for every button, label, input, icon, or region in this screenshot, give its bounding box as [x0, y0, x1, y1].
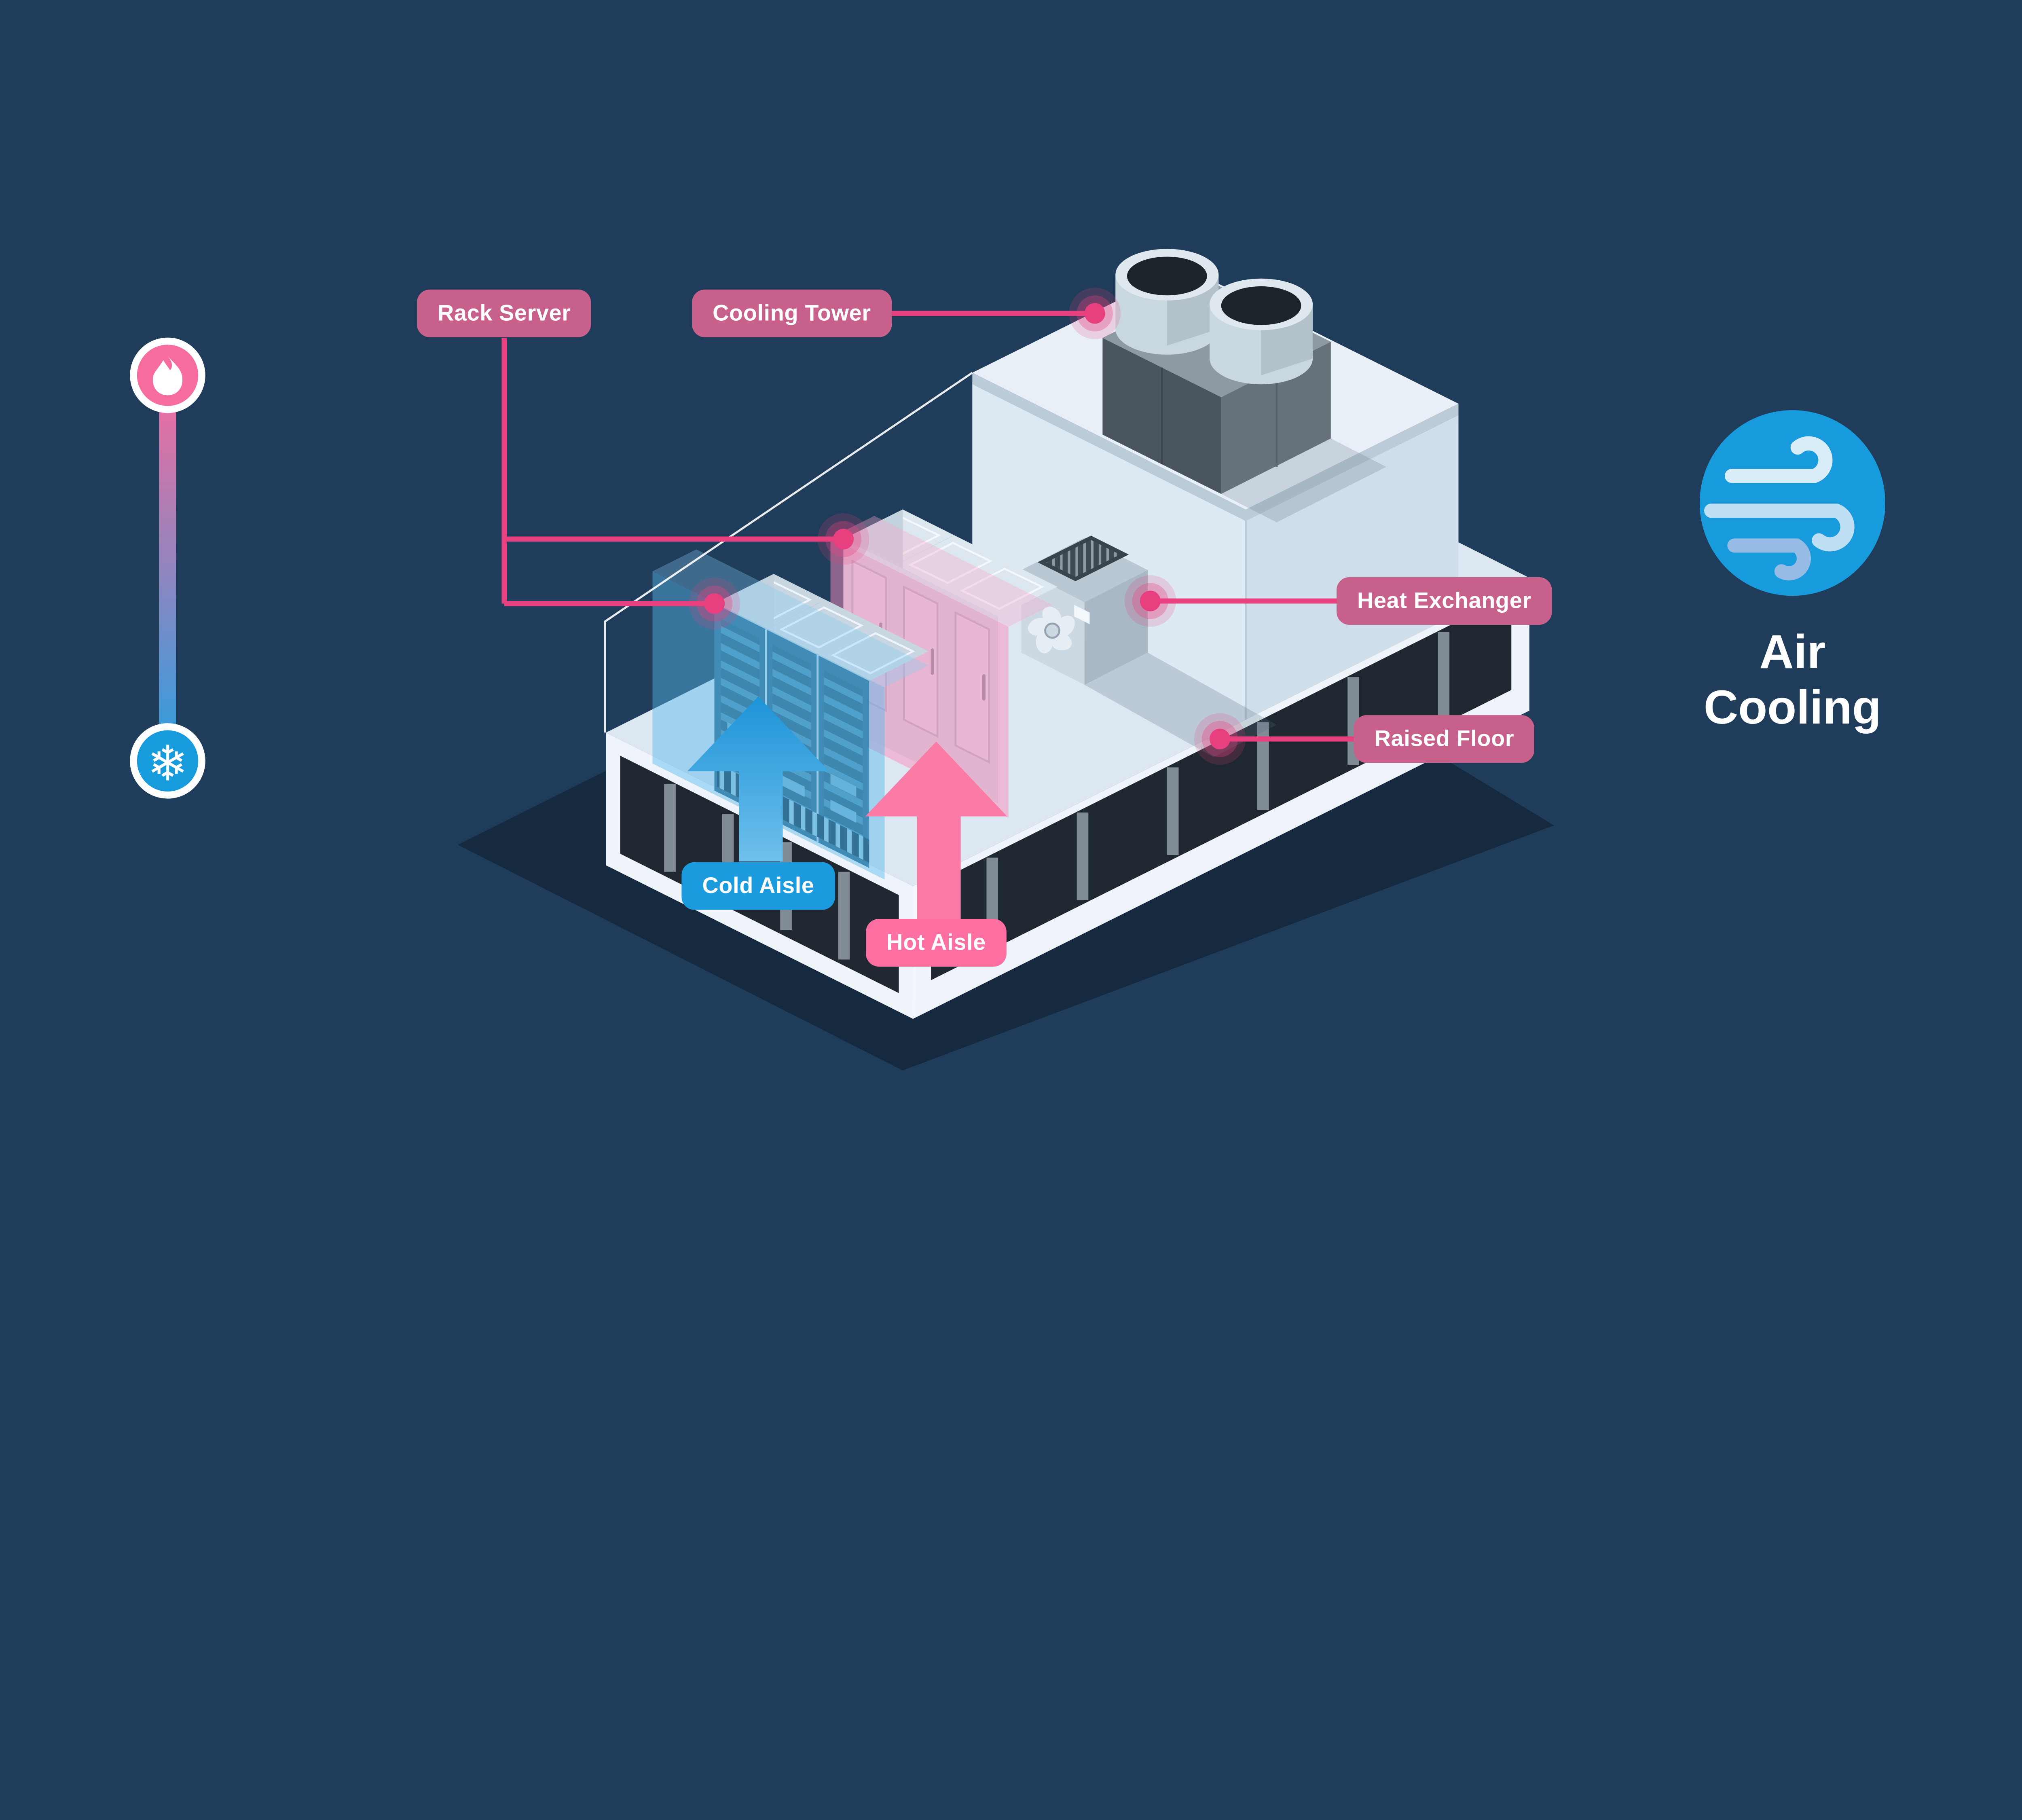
fan-cylinder-front [1210, 278, 1313, 385]
callout-cold-aisle: Cold Aisle [681, 862, 835, 910]
infographic-canvas: ❄ Rack Server Cooling Tower Heat Exchang… [130, 249, 1885, 1071]
flame-icon [130, 337, 205, 413]
underfloor-pillars-right [986, 632, 1450, 946]
callout-cooling-tower: Cooling Tower [692, 289, 892, 337]
callout-dots [688, 288, 1246, 765]
fan-cylinder-rear [1115, 249, 1219, 355]
wind-icon [1699, 410, 1885, 596]
dot-rack-rear [817, 513, 869, 565]
callout-connectors [501, 311, 1362, 742]
dot-raised-floor [1194, 713, 1246, 765]
cooling-tower [1102, 249, 1331, 494]
callout-heat-exchanger: Heat Exchanger [1337, 577, 1552, 625]
hot-aisle-overlay [830, 516, 1053, 818]
snowflake-glyph: ❄ [147, 735, 188, 792]
enclosure-wireframe [603, 372, 973, 733]
dot-heat-exchanger [1124, 575, 1176, 627]
title-line-1: Air [1759, 625, 1826, 679]
hot-airflow-arrow-up-icon [865, 741, 1007, 921]
heat-exchanger-shadow [1084, 652, 1277, 757]
heat-exchanger-unit [1021, 535, 1277, 757]
fan-icon [1028, 606, 1075, 654]
page-title: Air Cooling [1704, 626, 1881, 736]
server-rack-row-front [714, 574, 929, 868]
vent-grille-icon [1037, 535, 1129, 582]
cooling-tower-shadow [1221, 438, 1386, 523]
callout-rack-server: Rack Server [417, 289, 592, 337]
title-line-2: Cooling [1703, 681, 1881, 734]
snowflake-icon: ❄ [130, 723, 205, 799]
cold-airflow-arrow-up-icon [687, 696, 829, 862]
temperature-legend: ❄ [130, 337, 205, 799]
dot-cooling-tower [1069, 288, 1121, 339]
dot-rack-front [688, 578, 740, 630]
isometric-illustration: ❄ [130, 249, 1885, 1071]
callout-raised-floor: Raised Floor [1354, 715, 1535, 763]
callout-hot-aisle: Hot Aisle [866, 919, 1007, 967]
